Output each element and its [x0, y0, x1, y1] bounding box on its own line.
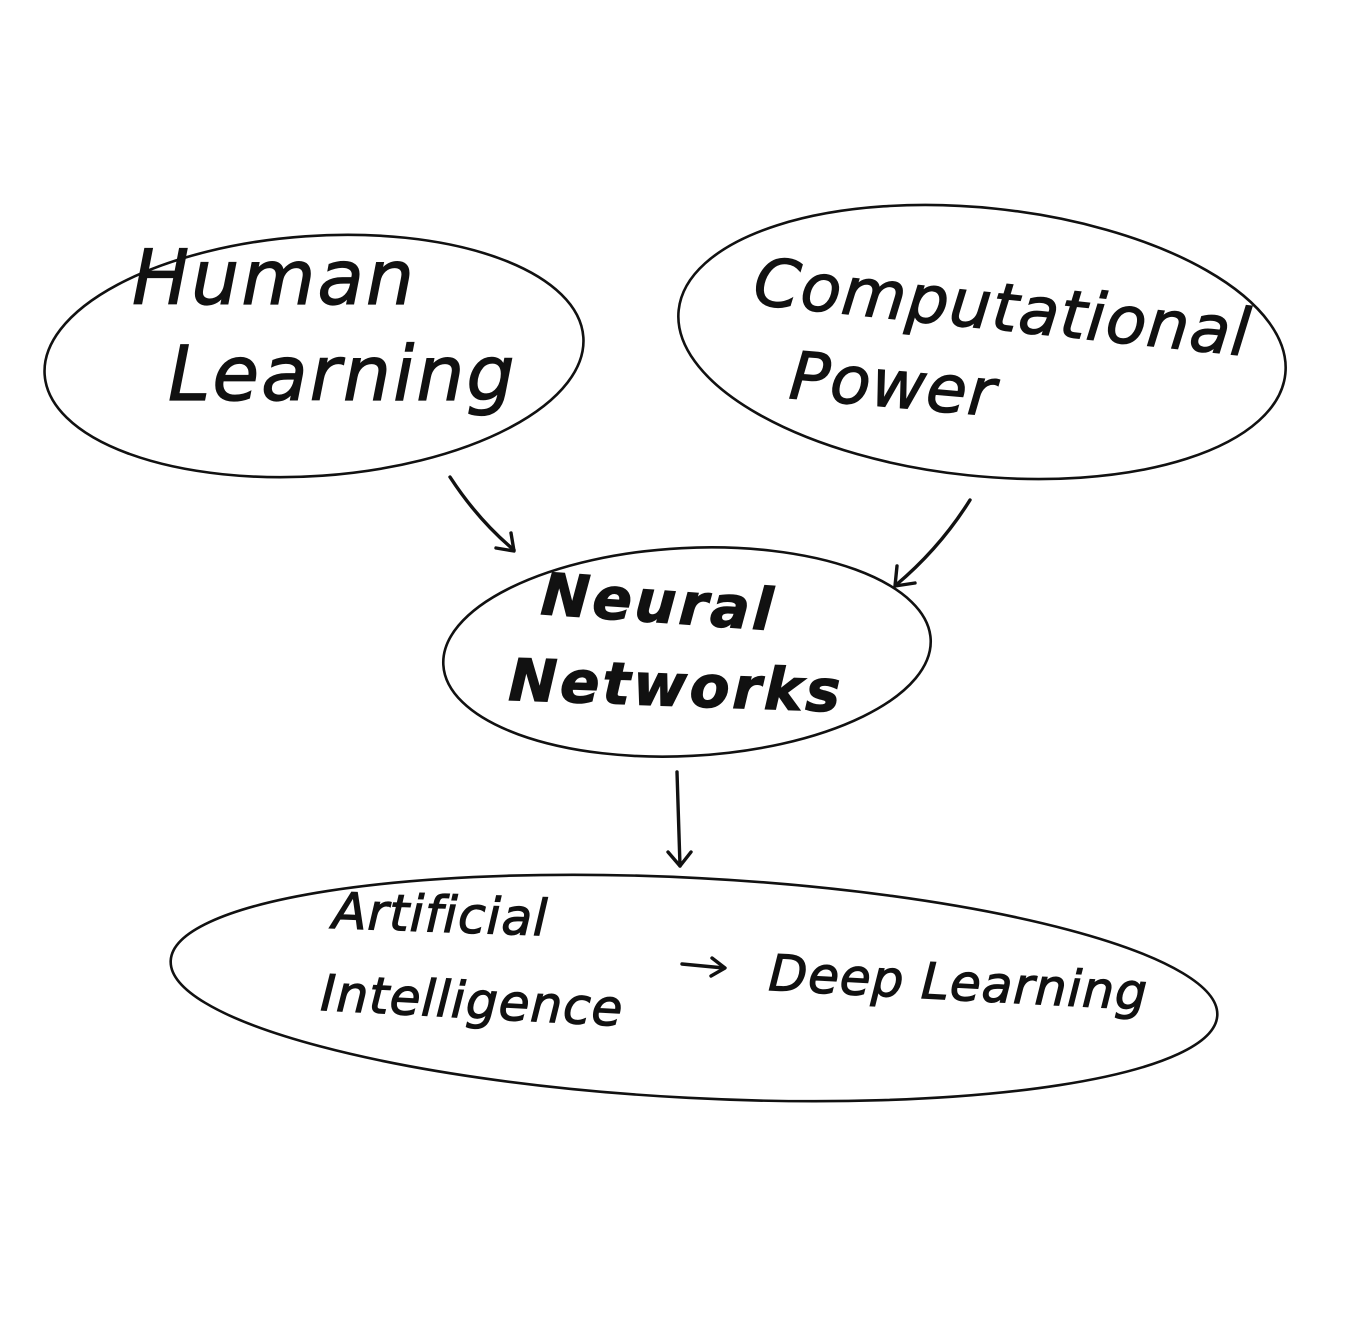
label-neural-networks-line2: Networks [508, 646, 845, 726]
arrow-human-to-neural [448, 475, 516, 553]
arrowhead-icon [494, 531, 516, 553]
ellipse-human-learning [43, 233, 585, 479]
node-ai-deep-learning: Artificial Intelligence Deep Learning [169, 873, 1219, 1103]
label-neural-networks-line1: Neural [539, 560, 778, 644]
arrowhead-icon [666, 850, 693, 868]
ellipse-neural-networks [441, 546, 933, 758]
label-deep-learning: Deep Learning [767, 944, 1149, 1022]
arrow-ai-to-deep-learning [680, 956, 727, 978]
label-intelligence: Intelligence [319, 964, 625, 1038]
label-computational-power-line2: Power [787, 337, 1003, 432]
label-artificial: Artificial [329, 882, 550, 948]
node-neural-networks: Neural Networks [441, 546, 933, 758]
arrowhead-icon [709, 956, 727, 978]
ellipse-ai-deep-learning [169, 873, 1219, 1103]
arrowhead-icon [893, 564, 917, 588]
arrow-computational-to-neural [893, 498, 972, 588]
label-human-learning-line1: Human [132, 233, 416, 322]
ellipse-computational-power [677, 203, 1287, 481]
arrow-neural-to-ai [666, 770, 693, 868]
node-computational-power: Computational Power [677, 203, 1287, 481]
node-human-learning: Human Learning [43, 232, 585, 479]
label-human-learning-line2: Learning [168, 329, 517, 418]
